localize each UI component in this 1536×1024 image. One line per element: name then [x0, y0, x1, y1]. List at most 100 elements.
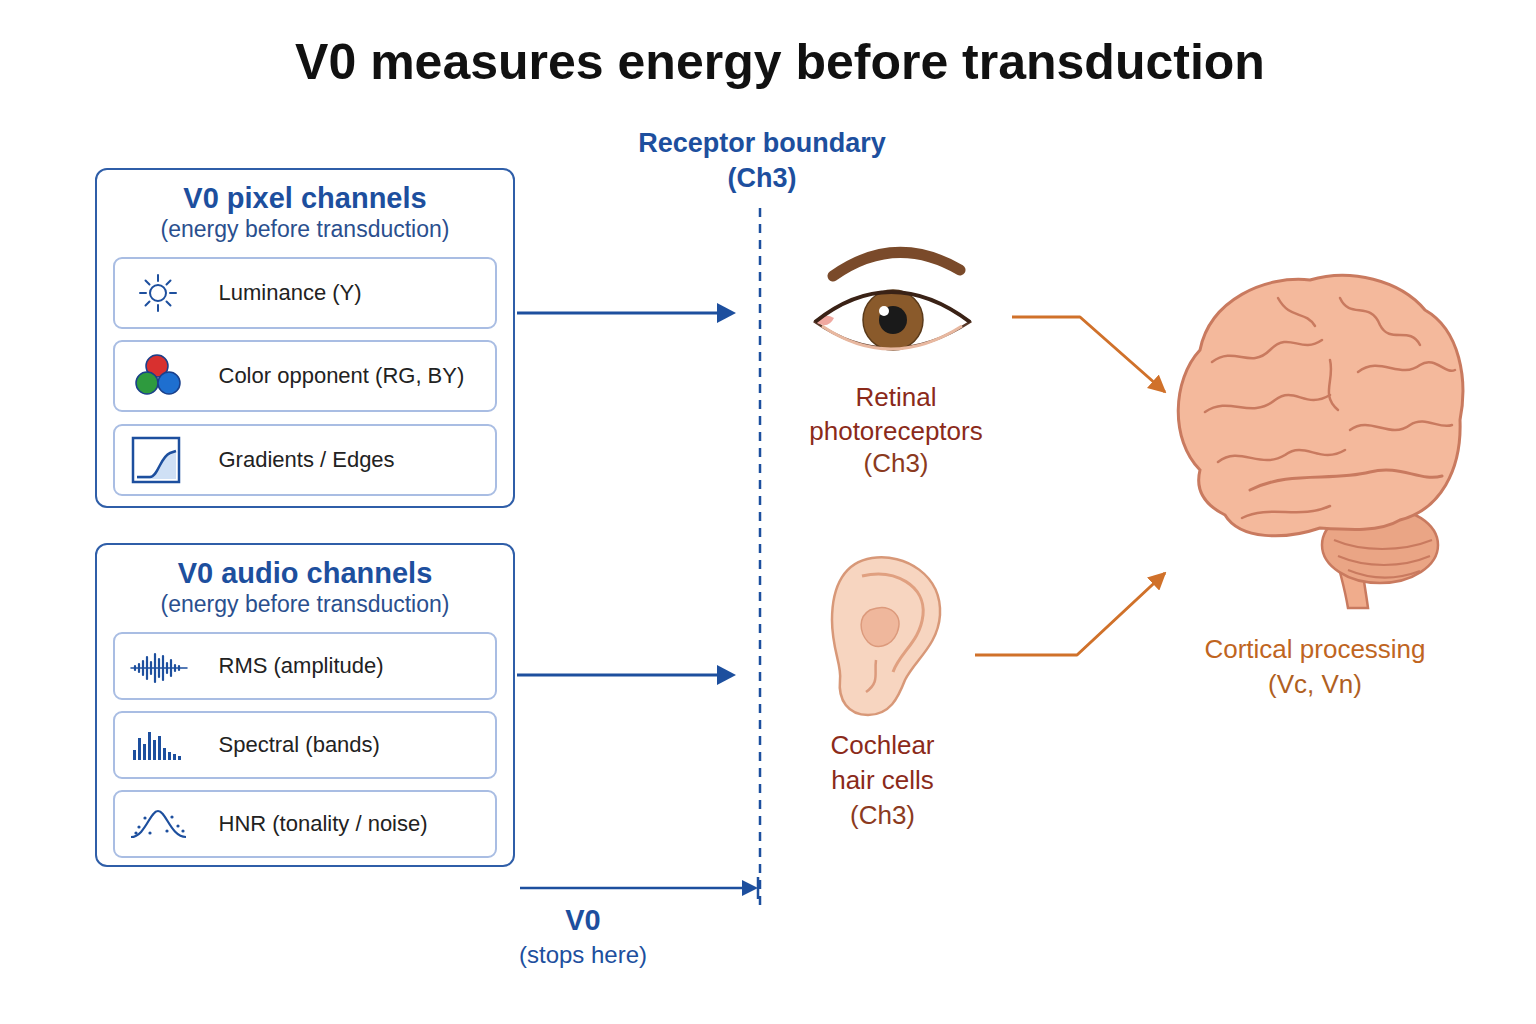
lateral-sulcus: [1250, 470, 1442, 490]
wave-bar: [150, 662, 152, 674]
color-icon: [136, 355, 180, 394]
arrow-shaft: [517, 674, 722, 677]
wave-bar: [134, 666, 136, 670]
figure-label: Cortical processing: [1167, 632, 1463, 666]
group-box: V0 pixel channels(energy before transduc…: [95, 168, 515, 508]
wave-bar: [162, 656, 164, 680]
group-subtitle: (energy before transduction): [97, 214, 513, 244]
figure-node: Retinal photoreceptors(Ch3): [780, 240, 1012, 485]
hnr-icon: [131, 811, 186, 837]
signal-arrow: [1012, 317, 1165, 392]
sun-ray: [170, 292, 176, 294]
annotation-label: (Ch3): [728, 162, 797, 195]
gyrus: [1350, 421, 1452, 430]
wave-bar: [158, 659, 160, 677]
spectrum-bar: [163, 748, 166, 760]
spectrum-bar: [143, 744, 146, 760]
sun-ray: [146, 281, 150, 285]
sun-ray: [157, 305, 159, 311]
blue-arrow: [517, 665, 736, 685]
gradient-curve: [137, 451, 176, 477]
gyrus: [1358, 362, 1455, 372]
channel-box: Spectral (bands): [113, 711, 497, 779]
wave-bar: [138, 664, 140, 672]
ear-outline: [832, 557, 940, 715]
arrow-head: [742, 880, 758, 896]
boundary-line: [759, 208, 762, 905]
channel-box: Color opponent (RG, BY): [113, 340, 497, 412]
arrow-shaft: [520, 887, 745, 890]
sun-core: [150, 285, 166, 301]
sun-ray: [157, 275, 159, 281]
red-circle: [146, 355, 168, 377]
channel-label: HNR (tonality / noise): [219, 810, 489, 838]
channel-box: HNR (tonality / noise): [113, 790, 497, 858]
stop-bar: [757, 877, 760, 899]
eyebrow: [833, 252, 960, 276]
figure-sublabel: (Vc, Vn): [1167, 667, 1463, 701]
spectrum-bar: [138, 738, 141, 760]
gyrus: [1340, 298, 1420, 345]
spectrum-bar: [173, 754, 176, 760]
noise-dot: [181, 829, 184, 832]
figure-label: Retinal photoreceptors: [791, 380, 1001, 448]
wave-bar: [146, 657, 148, 679]
ear-helix: [862, 574, 923, 672]
arrow-head: [717, 665, 736, 685]
spectrum-icon: [133, 732, 181, 760]
annotation-label: Receptor boundary: [638, 127, 886, 160]
brain-gyri: [1205, 298, 1455, 518]
gyrus: [1205, 395, 1330, 412]
channel-label: Color opponent (RG, BY): [219, 362, 489, 390]
ear-illustration: [832, 557, 940, 715]
sun-ray: [146, 302, 150, 306]
figure-sublabel: (Ch3): [796, 446, 996, 480]
gyrus: [1242, 506, 1330, 518]
lower-lid: [822, 326, 962, 349]
arrow-head: [717, 303, 736, 323]
noise-dot: [134, 831, 137, 834]
noise-dot: [148, 831, 151, 834]
blue-arrow: [517, 303, 736, 323]
figure-label: Cochlear hair cells: [813, 728, 953, 798]
wave-bar: [170, 660, 172, 676]
sun-ray: [167, 281, 171, 285]
spectrum-bar: [133, 750, 136, 760]
channel-box: Gradients / Edges: [113, 424, 497, 496]
wave-bar: [142, 661, 144, 675]
channel-box: RMS (amplitude): [113, 632, 497, 700]
cerebrum: [1178, 275, 1463, 535]
wave-baseline: [131, 667, 187, 669]
eye-outline: [815, 292, 970, 348]
gradient-frame: [133, 438, 179, 482]
figure-sublabel: (Ch3): [803, 798, 963, 832]
brain-illustration: [1178, 275, 1463, 608]
group-heading: V0 pixel channels: [97, 180, 513, 216]
gradient-icon: [133, 438, 179, 482]
cerebellum-fold: [1348, 570, 1420, 578]
waveform-icon: [131, 654, 187, 682]
central-sulcus: [1329, 360, 1338, 410]
wave-bar: [178, 666, 180, 670]
spectrum-bar: [178, 756, 181, 760]
tear-duct: [815, 316, 834, 325]
wave-bar: [166, 663, 168, 673]
pupil: [879, 306, 907, 334]
wave-bar: [154, 654, 156, 682]
channel-label: Luminance (Y): [219, 279, 489, 307]
diagram-title: V0 measures energy before transduction: [295, 32, 1265, 92]
brain-stem: [1330, 538, 1368, 608]
gyrus: [1212, 340, 1322, 362]
noise-dot: [165, 829, 168, 832]
signal-arrow: [975, 573, 1165, 655]
noise-dot: [137, 825, 140, 828]
ear-tragus: [866, 660, 876, 692]
iris: [863, 290, 923, 350]
blue-circle: [158, 372, 180, 394]
noise-dot: [176, 824, 179, 827]
